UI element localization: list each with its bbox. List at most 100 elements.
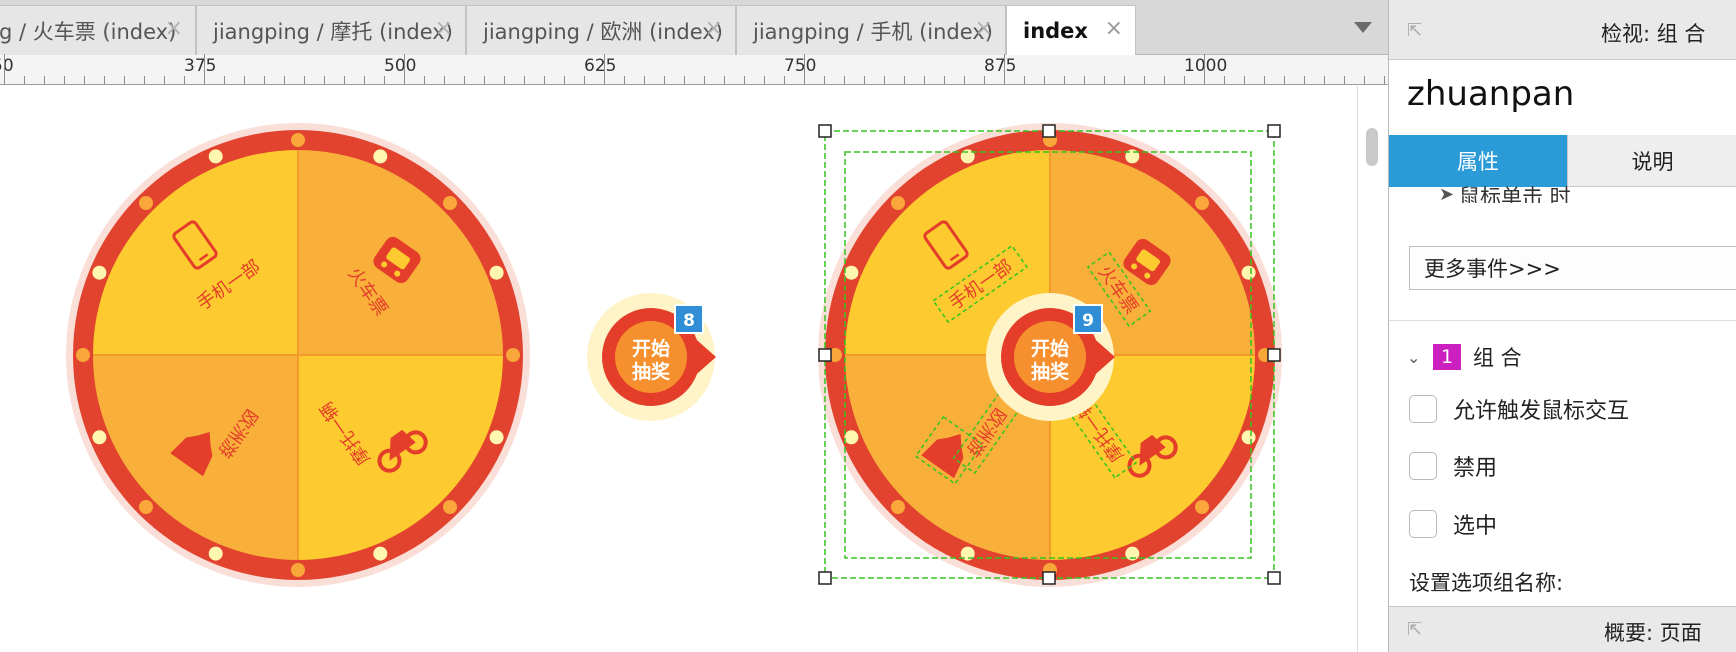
tab-label: jiangping / 欧洲 (index) xyxy=(483,19,723,44)
ruler-tick xyxy=(504,76,505,84)
selection-outline-inner xyxy=(844,151,1252,559)
checkbox-label: 允许触发鼠标交互 xyxy=(1453,399,1630,424)
ruler-tick xyxy=(984,76,985,84)
wheel-bulb xyxy=(76,348,90,362)
document-tab-bar: g / 火车票 (index) × jiangping / 摩托 (index)… xyxy=(0,0,1388,55)
group-section-header[interactable]: ⌄ 1 组 合 xyxy=(1407,342,1522,372)
wheel-sector xyxy=(845,150,1050,355)
tab-notes[interactable]: 说明 xyxy=(1567,135,1736,187)
more-events-dropdown[interactable]: 更多事件>>> xyxy=(1409,246,1736,290)
ruler-tick xyxy=(304,76,305,84)
ruler-tick xyxy=(924,76,925,84)
ruler-tick xyxy=(864,76,865,84)
event-onclick[interactable]: 鼠标单击 时 xyxy=(1459,185,1571,203)
selection-handles[interactable] xyxy=(818,124,1281,585)
tab-index[interactable]: index × xyxy=(1006,5,1136,55)
ruler-tick xyxy=(524,76,525,84)
tab-shouji[interactable]: jiangping / 手机 (index) × xyxy=(736,5,1006,55)
close-icon[interactable]: × xyxy=(1104,16,1123,41)
ruler-tick xyxy=(944,76,945,84)
ruler-tick xyxy=(364,76,365,84)
checkbox-allow-mouse-interaction[interactable]: 允许触发鼠标交互 xyxy=(1409,392,1629,426)
resize-handle[interactable] xyxy=(1042,571,1056,585)
ruler-tick xyxy=(1344,76,1345,84)
tab-list-dropdown-icon[interactable] xyxy=(1354,22,1372,33)
ruler-tick xyxy=(1144,76,1145,84)
tab-properties[interactable]: 属性 xyxy=(1389,135,1567,187)
ruler-label: 500 xyxy=(384,56,417,76)
tab-label: g / 火车票 (index) xyxy=(0,19,177,44)
checkbox-label: 禁用 xyxy=(1453,456,1498,481)
design-canvas[interactable]: 手机一部 火车票 摩托一辆 欧 xyxy=(0,86,1358,652)
button-core xyxy=(615,321,687,393)
start-button-standalone[interactable]: 开始 抽奖 8 xyxy=(587,293,716,421)
train-ticket-icon xyxy=(1123,238,1171,286)
resize-handle[interactable] xyxy=(1267,124,1281,138)
checkbox-disabled[interactable]: 禁用 xyxy=(1409,449,1497,483)
ruler-tick xyxy=(684,76,685,84)
lottery-wheel-right[interactable]: 手机一部 火车票 摩托一辆 xyxy=(818,123,1282,587)
ruler-tick xyxy=(964,76,965,84)
ruler-tick xyxy=(604,54,605,84)
ruler-tick xyxy=(184,76,185,84)
close-icon[interactable]: × xyxy=(434,16,453,41)
wheel-bulb xyxy=(1195,196,1209,210)
interaction-badge xyxy=(674,304,704,334)
resize-handle[interactable] xyxy=(1267,571,1281,585)
tab-label: jiangping / 摩托 (index) xyxy=(213,19,453,44)
ruler-tick xyxy=(1204,54,1205,84)
resize-handle[interactable] xyxy=(1042,124,1056,138)
close-icon[interactable]: × xyxy=(164,16,183,41)
resize-handle[interactable] xyxy=(1267,348,1281,362)
canvas-scrollbar-thumb[interactable] xyxy=(1366,128,1378,166)
wheel-bulb xyxy=(443,500,457,514)
tab-huochepiao[interactable]: g / 火车票 (index) × xyxy=(0,5,196,55)
ruler-tick xyxy=(284,76,285,84)
outline-panel-header: ⇱ 概要: 页面 xyxy=(1389,606,1736,652)
widget-name-field[interactable]: zhuanpan xyxy=(1407,74,1575,114)
ruler-tick xyxy=(644,76,645,84)
wheel-bulb xyxy=(373,546,388,561)
ruler-tick xyxy=(324,76,325,84)
ruler-tick xyxy=(584,76,585,84)
ruler-tick xyxy=(24,76,25,84)
outline-title: 概要: 页面 xyxy=(1604,621,1702,645)
ruler-tick xyxy=(704,76,705,84)
ruler-tick xyxy=(884,76,885,84)
ruler-tick xyxy=(64,76,65,84)
ruler-tick xyxy=(1364,76,1365,84)
wheel-bulb xyxy=(891,500,905,514)
wheel-bulb xyxy=(139,500,153,514)
ruler-tick xyxy=(344,76,345,84)
inspector-header: ⇱ 检视: 组 合 xyxy=(1389,0,1736,60)
checkbox[interactable] xyxy=(1409,510,1437,538)
chevron-down-icon[interactable]: ⌄ xyxy=(1407,347,1421,367)
collapse-arrow-icon[interactable]: ⇱ xyxy=(1407,619,1423,640)
close-icon[interactable]: × xyxy=(974,16,993,41)
ruler-tick xyxy=(264,76,265,84)
tab-ouzhou[interactable]: jiangping / 欧洲 (index) × xyxy=(466,5,736,55)
wheel-bulb xyxy=(291,563,305,577)
checkbox-selected[interactable]: 选中 xyxy=(1409,507,1497,541)
close-icon[interactable]: × xyxy=(704,16,723,41)
wheel-bulb xyxy=(208,149,223,164)
checkbox[interactable] xyxy=(1409,452,1437,480)
collapse-arrow-icon[interactable]: ⇱ xyxy=(1407,20,1423,41)
button-core[interactable] xyxy=(1014,321,1086,393)
wheel-bulb xyxy=(1125,149,1140,164)
resize-handle[interactable] xyxy=(818,124,832,138)
lottery-wheel-left[interactable]: 手机一部 火车票 摩托一辆 欧 xyxy=(66,123,530,587)
checkbox[interactable] xyxy=(1409,395,1437,423)
horizontal-ruler: 50 375 500 625 750 875 1000 xyxy=(0,54,1388,85)
ruler-tick xyxy=(544,76,545,84)
ruler-label: 750 xyxy=(784,56,817,76)
ruler-tick xyxy=(424,76,425,84)
resize-handle[interactable] xyxy=(818,571,832,585)
ruler-tick xyxy=(1124,76,1125,84)
tab-motuo[interactable]: jiangping / 摩托 (index) × xyxy=(196,5,466,55)
resize-handle[interactable] xyxy=(818,348,832,362)
ruler-tick xyxy=(384,76,385,84)
wheel-bulb xyxy=(92,430,107,445)
ruler-tick xyxy=(1084,76,1085,84)
